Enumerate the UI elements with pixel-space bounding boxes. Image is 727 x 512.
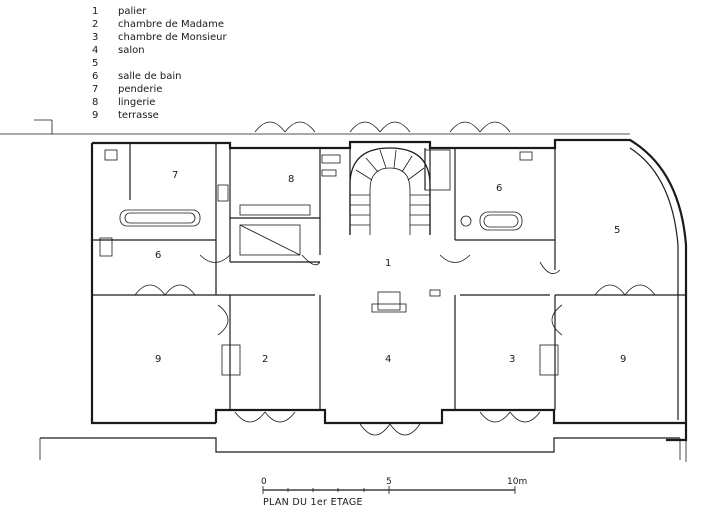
legend-label: chambre de Monsieur (118, 32, 227, 43)
top-boundary (0, 119, 630, 135)
room-label: 9 (620, 354, 626, 365)
room-label: 6 (155, 250, 161, 261)
building-outline (39, 138, 688, 462)
room-labels: 7 8 6 6 5 1 9 2 4 3 9 (155, 170, 626, 365)
legend-number: 5 (92, 58, 99, 69)
legend-number: 1 (92, 6, 99, 17)
legend-label: terrasse (118, 110, 159, 121)
scale-tick-label: 5 (386, 477, 392, 487)
legend-label: palier (118, 6, 147, 17)
room-label: 6 (496, 183, 502, 194)
legend-number: 6 (92, 71, 99, 82)
legend-number: 7 (92, 84, 99, 95)
room-label: 1 (385, 258, 391, 269)
room-label: 3 (509, 354, 515, 365)
terrace-doors (134, 254, 656, 336)
scale-tick-label: 10m (507, 477, 527, 487)
legend-label: lingerie (118, 97, 156, 108)
room-label: 2 (262, 354, 268, 365)
interior-walls (92, 143, 686, 410)
legend-number: 2 (92, 19, 99, 30)
legend-number: 8 (92, 97, 99, 108)
legend-label: penderie (118, 84, 163, 95)
top-windows (254, 121, 511, 133)
legend-label: salon (118, 45, 145, 56)
bottom-windows (234, 411, 541, 436)
room-label: 7 (172, 170, 178, 181)
curved-wall (629, 147, 679, 420)
legend-number: 4 (92, 45, 99, 56)
room-label: 9 (155, 354, 161, 365)
plan-title: PLAN DU 1er ETAGE (263, 497, 363, 508)
legend-number: 3 (92, 32, 99, 43)
scale-bar: 0 5 10m PLAN DU 1er ETAGE (261, 477, 527, 508)
legend-label: salle de bain (118, 71, 182, 82)
fixtures (99, 149, 559, 376)
room-label: 5 (614, 225, 620, 236)
staircase (349, 147, 431, 235)
room-label: 4 (385, 354, 391, 365)
room-label: 8 (288, 174, 294, 185)
legend-number: 9 (92, 110, 99, 121)
legend-label: chambre de Madame (118, 19, 225, 30)
scale-tick-label: 0 (261, 477, 267, 487)
